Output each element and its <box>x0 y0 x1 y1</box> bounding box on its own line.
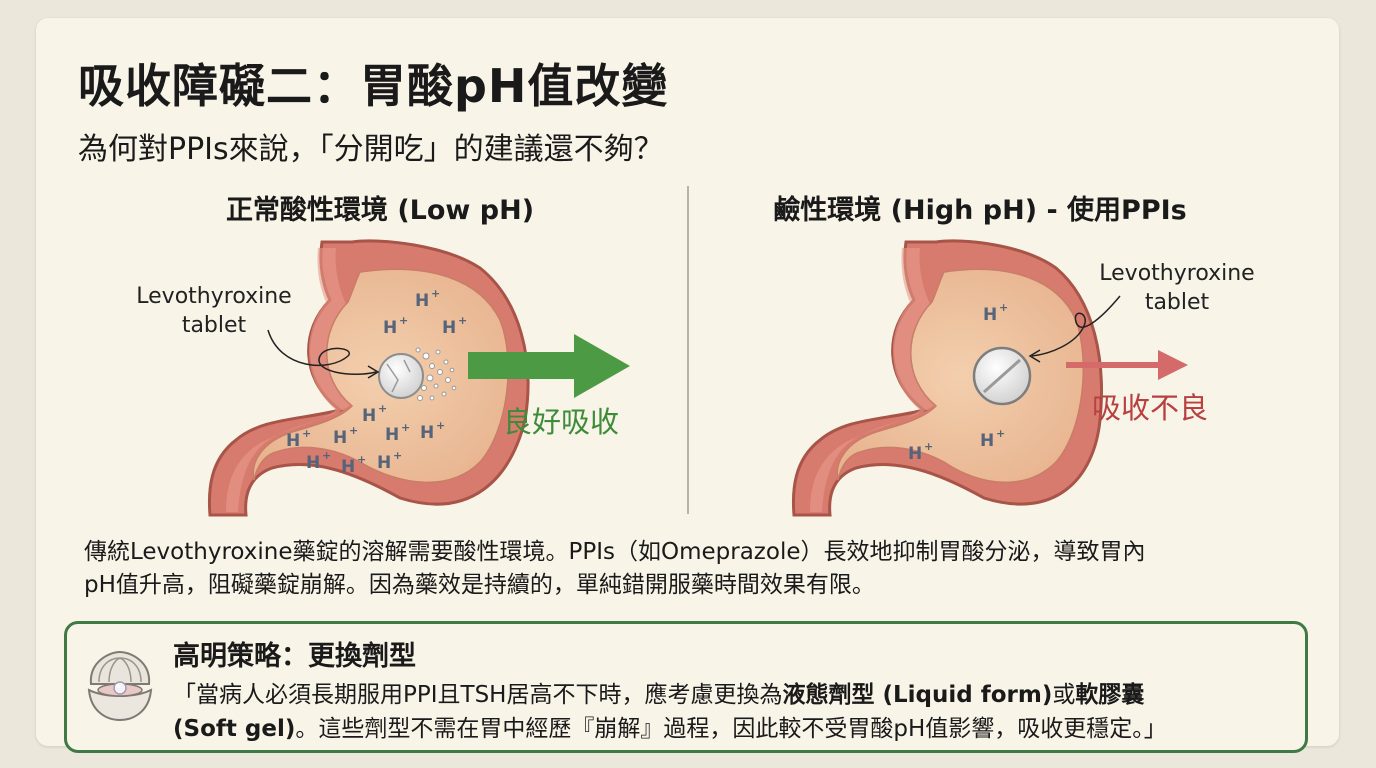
left-panel-heading: 正常酸性環境 (Low pH) <box>225 195 535 226</box>
strategy-highlight-softgel-en: (Soft gel) <box>173 716 296 742</box>
ion-label: H <box>908 444 922 464</box>
right-hydrogen-ions: H + H + H + <box>908 301 1008 464</box>
strategy-text-part: 「當病人必須長期服用PPI且TSH居高不下時，應考慮更換為 <box>173 682 783 708</box>
strategy-box: 高明策略：更換劑型 「當病人必須長期服用PPI且TSH居高不下時，應考慮更換為液… <box>64 621 1308 753</box>
svg-text:tablet: tablet <box>182 313 247 338</box>
ion-charge: + <box>322 449 331 462</box>
good-absorption-label: 良好吸收 <box>503 405 619 439</box>
strategy-title: 高明策略：更換劑型 <box>173 641 416 672</box>
ion-charge: + <box>924 440 933 453</box>
svg-text:Levothyroxine: Levothyroxine <box>1099 261 1254 286</box>
ion-label: H <box>383 318 397 338</box>
ion-charge: + <box>357 453 366 466</box>
ion-label: H <box>983 305 997 325</box>
ion-charge: + <box>401 421 410 434</box>
ion-charge: + <box>393 449 402 462</box>
ion-charge: + <box>996 427 1005 440</box>
strategy-highlight-softgel: 軟膠囊 <box>1075 682 1145 708</box>
svg-text:tablet: tablet <box>1145 290 1210 315</box>
ion-charge: + <box>302 427 311 440</box>
left-tablet-label: Levothyroxine tablet <box>136 284 380 379</box>
ion-label: H <box>420 423 434 443</box>
ion-charge: + <box>399 314 408 327</box>
ion-charge: + <box>999 301 1008 314</box>
strategy-text: 「當病人必須長期服用PPI且TSH居高不下時，應考慮更換為液態劑型 (Liqui… <box>173 678 1283 746</box>
ion-label: H <box>377 453 391 473</box>
clam-shell-pearl-icon <box>87 650 153 722</box>
ion-label: H <box>341 457 355 477</box>
explanation-paragraph: 傳統Levothyroxine藥錠的溶解需要酸性環境。PPIs（如Omepraz… <box>84 536 1304 602</box>
poor-absorption-label: 吸收不良 <box>1092 391 1208 425</box>
right-panel-heading: 鹼性環境 (High pH) - 使用PPIs <box>773 195 1187 226</box>
right-stomach <box>791 239 1103 517</box>
ion-label: H <box>333 428 347 448</box>
explanation-line: pH值升高，阻礙藥錠崩解。因為藥效是持續的，單純錯開服藥時間效果有限。 <box>84 572 875 598</box>
ion-charge: + <box>349 424 358 437</box>
ion-label: H <box>442 318 456 338</box>
left-dissolving-tablet <box>378 347 457 401</box>
ion-label: H <box>385 425 399 445</box>
good-absorption-arrow <box>468 334 630 398</box>
ion-label: H <box>286 431 300 451</box>
page-title: 吸收障礙二：胃酸pH值改變 <box>78 59 669 113</box>
right-intact-tablet <box>972 346 1032 406</box>
panel-divider <box>687 186 689 514</box>
poor-absorption-arrow <box>1066 350 1188 380</box>
explanation-line: 傳統Levothyroxine藥錠的溶解需要酸性環境。PPIs（如Omepraz… <box>84 539 1146 565</box>
ion-label: H <box>362 406 376 426</box>
ion-charge: + <box>458 314 467 327</box>
strategy-text-part: 或 <box>1052 682 1076 708</box>
ion-label: H <box>306 453 320 473</box>
ion-charge: + <box>378 402 387 415</box>
ion-charge: + <box>436 419 445 432</box>
strategy-highlight-liquid: 液態劑型 (Liquid form) <box>782 682 1053 708</box>
ion-label: H <box>415 291 429 311</box>
ion-charge: + <box>431 287 440 300</box>
strategy-text-part: 。這些劑型不需在胃中經歷『崩解』過程，因此較不受胃酸pH值影響，吸收更穩定。」 <box>295 716 1167 742</box>
svg-text:Levothyroxine: Levothyroxine <box>136 284 291 309</box>
page-subtitle: 為何對PPIs來說，「分開吃」的建議還不夠？ <box>78 132 664 167</box>
ion-label: H <box>980 431 994 451</box>
left-hydrogen-ions: H + H + H + H + H + H + H + H + H + H + … <box>286 287 467 477</box>
right-tablet-label: Levothyroxine tablet <box>1028 261 1255 363</box>
